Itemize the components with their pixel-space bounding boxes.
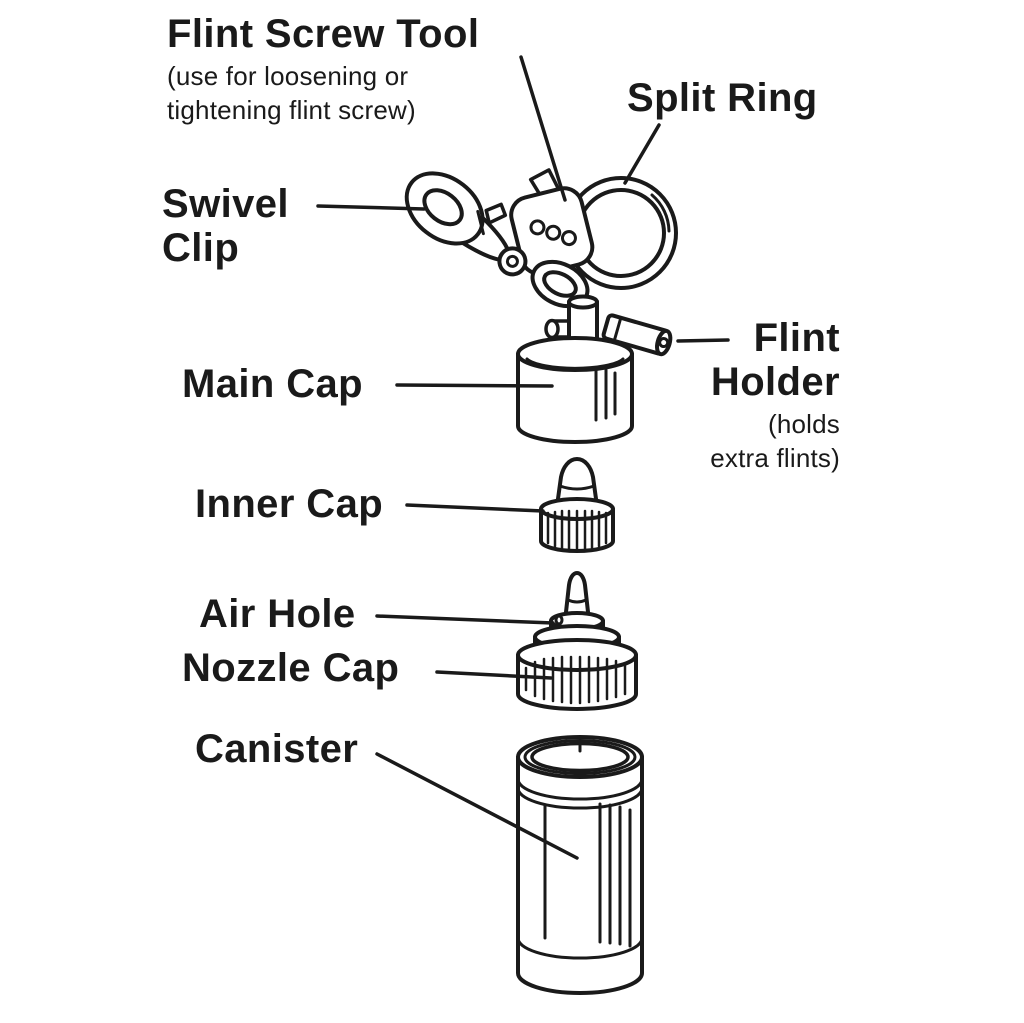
leader-lines xyxy=(316,55,730,860)
label-air-hole: Air Hole xyxy=(199,592,356,636)
flint-holder-note-line1: (holds xyxy=(767,409,840,439)
label-inner-cap: Inner Cap xyxy=(195,482,383,526)
canister-leader-line xyxy=(375,752,579,860)
nozzle-cap-icon xyxy=(516,571,638,711)
flint-holder-title-line2: Holder xyxy=(710,360,840,404)
flint-screw-tool-note-line1: (use for loosening or xyxy=(167,61,409,91)
label-split-ring: Split Ring xyxy=(627,76,818,120)
link-loop-icon xyxy=(530,259,590,309)
swivel-clip-title-line1: Swivel xyxy=(162,182,289,226)
label-nozzle-cap: Nozzle Cap xyxy=(182,646,399,690)
inner-cap-icon xyxy=(539,457,615,553)
inner-cap-title: Inner Cap xyxy=(195,482,384,526)
flint-screw-tool-note: (use for loosening or tightening flint s… xyxy=(167,60,479,128)
label-flint-holder: Flint Holder (holds extra flints) xyxy=(710,316,840,476)
flint-holder-note-line2: extra flints) xyxy=(710,442,840,473)
nozzle-cap-title: Nozzle Cap xyxy=(182,646,400,690)
swivel-clip-icon xyxy=(404,171,528,277)
nozzle-cap-leader-line xyxy=(435,670,553,680)
label-swivel-clip: Swivel Clip xyxy=(162,182,289,270)
flint-screw-tool-leader-line xyxy=(519,55,567,202)
flint-holder-leader-line xyxy=(676,338,730,343)
air-hole-title: Air Hole xyxy=(199,592,356,636)
label-flint-screw-tool: Flint Screw Tool (use for loosening or t… xyxy=(167,12,479,128)
main-cap-leader-line xyxy=(395,383,554,388)
label-main-cap: Main Cap xyxy=(182,362,363,406)
split-ring-title: Split Ring xyxy=(627,76,818,120)
canister-icon xyxy=(516,735,644,995)
inner-cap-leader-line xyxy=(405,503,545,513)
flint-holder-note: (holds extra flints) xyxy=(710,408,840,476)
air-hole-leader-line xyxy=(375,614,555,625)
label-canister: Canister xyxy=(195,727,358,771)
flint-holder-title-line1: Flint xyxy=(753,316,840,360)
flint-screw-tool-title: Flint Screw Tool xyxy=(167,12,480,56)
flint-holder-icon xyxy=(601,313,673,357)
split-ring-leader-line xyxy=(623,123,661,185)
swivel-clip-title-line2: Clip xyxy=(162,226,240,270)
main-cap-icon xyxy=(516,336,634,444)
swivel-clip-leader-line xyxy=(316,204,426,211)
flint-screw-tool-note-line2: tightening flint screw) xyxy=(167,94,416,125)
split-ring-icon xyxy=(564,176,678,290)
air-hole-icon xyxy=(554,614,564,626)
canister-title: Canister xyxy=(195,727,359,771)
main-cap-title: Main Cap xyxy=(182,362,363,406)
